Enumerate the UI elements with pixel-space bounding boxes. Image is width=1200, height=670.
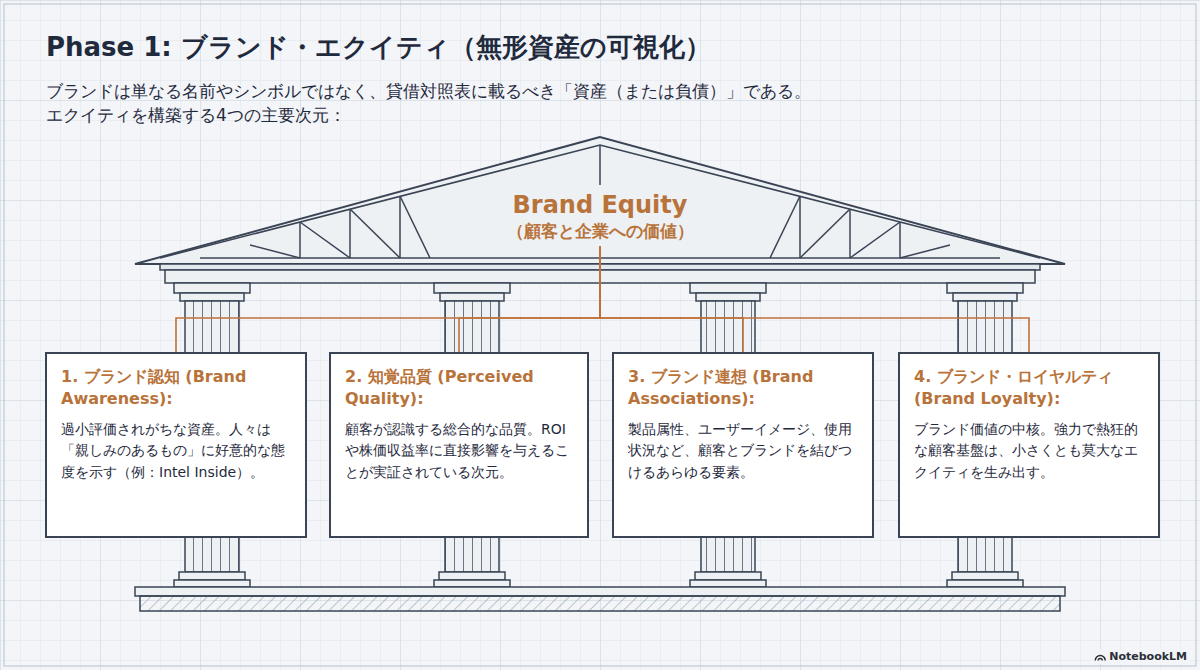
column-part [947, 283, 1023, 293]
watermark: NotebookLM [1091, 649, 1190, 664]
column-part [953, 293, 1017, 301]
subtitle-line: ブランドは単なる名前やシンボルではなく、貸借対照表に載るべき「資産（または負債）… [46, 80, 811, 103]
node-heading: 4. ブランド・ロイヤルティ (Brand Loyalty): [914, 366, 1144, 411]
page-title: Phase 1: ブランド・エクイティ（無形資産の可視化） [46, 30, 711, 65]
pillar-box: 3. ブランド連想 (Brand Associations): 製品属性、ユーザー… [612, 352, 874, 538]
logo-icon [1095, 656, 1105, 661]
node-body: 過小評価されがちな資産。人々は「親しみのあるもの」に好意的な態度を示す（例：In… [61, 419, 291, 484]
column-part [690, 283, 766, 293]
pillar-box: 4. ブランド・ロイヤルティ (Brand Loyalty): ブランド価値の中核… [898, 352, 1160, 538]
connector-line [176, 246, 600, 352]
pillar-box: 2. 知覚品質 (Perceived Quality): 顧客が認識する総合的な品… [329, 352, 589, 538]
column-part [690, 580, 766, 587]
column-part [952, 572, 1018, 580]
column-part [180, 293, 244, 301]
node-body: （顧客と企業への価値） [446, 220, 754, 244]
node-heading: 3. ブランド連想 (Brand Associations): [628, 366, 858, 411]
node-heading: Brand Equity [446, 190, 754, 220]
node-body: 顧客が認識する総合的な品質。ROIや株価収益率に直接影響を与えることが実証されて… [345, 419, 573, 484]
node-body: ブランド価値の中核。強力で熱狂的な顧客基盤は、小さくとも莫大なエクイティを生み出… [914, 419, 1144, 484]
column-part [947, 580, 1023, 587]
column-part [434, 580, 510, 587]
roof-title: Brand Equity（顧客と企業への価値） [440, 188, 760, 246]
column-part [696, 293, 760, 301]
column-part [174, 283, 250, 293]
column-part [434, 283, 510, 293]
connector-line [600, 246, 743, 352]
connector-line [459, 246, 600, 352]
column-part [695, 572, 761, 580]
column-part [174, 580, 250, 587]
subtitle-line: エクイティを構築する4つの主要次元： [46, 104, 346, 127]
pillar-box: 1. ブランド認知 (Brand Awareness): 過小評価されがちな資産。… [45, 352, 307, 538]
node-heading: 2. 知覚品質 (Perceived Quality): [345, 366, 573, 411]
column-part [439, 572, 505, 580]
connector-line [600, 246, 1029, 352]
node-heading: 1. ブランド認知 (Brand Awareness): [61, 366, 291, 411]
column-part [440, 293, 504, 301]
column-part [179, 572, 245, 580]
node-body: 製品属性、ユーザーイメージ、使用状況など、顧客とブランドを結びつけるあらゆる要素… [628, 419, 858, 484]
